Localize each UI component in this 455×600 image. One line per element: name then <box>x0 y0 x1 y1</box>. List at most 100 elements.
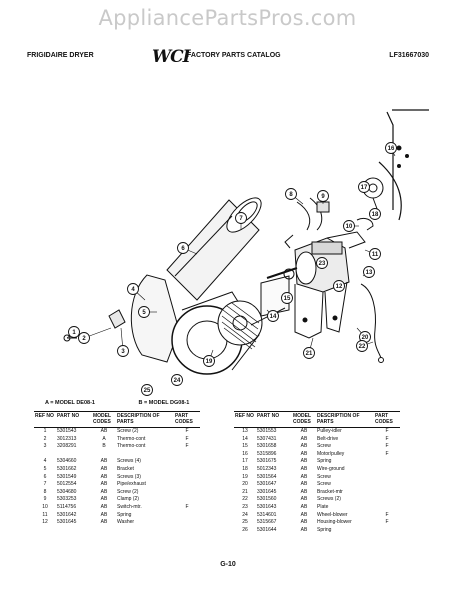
cell-codes <box>174 519 200 527</box>
cell-codes: F <box>385 450 389 457</box>
blower-housing-drawing <box>130 274 263 375</box>
cell-part: 5301644 <box>257 526 277 533</box>
callout-22: 22 <box>356 340 368 352</box>
cell-ref: 13 <box>242 428 248 434</box>
cell-model: AB <box>100 473 108 480</box>
cell-model: AB <box>100 519 108 526</box>
col-part-header: PART NO <box>256 411 292 428</box>
cell-model: AB <box>100 488 108 495</box>
cell-ref: 12 <box>42 519 48 526</box>
cell-codes <box>174 512 200 520</box>
cell-part: 5301553 <box>257 428 277 434</box>
cell-model: AB <box>300 473 308 480</box>
cell-desc: Plate <box>317 503 329 510</box>
cell-codes <box>174 458 200 466</box>
cell-desc: Wire-ground <box>317 465 345 472</box>
col-codes-header: PART CODES <box>174 411 200 428</box>
callout-16: 16 <box>385 142 397 154</box>
cell-codes <box>374 489 400 497</box>
callout-number: 9 <box>321 194 325 200</box>
cell-desc: Screw <box>317 481 331 488</box>
cell-ref: 21 <box>242 488 248 495</box>
cell-codes: F <box>385 519 389 526</box>
cell-part: 3301645 <box>257 488 277 495</box>
callout-18: 18 <box>369 208 381 220</box>
cell-model: AB <box>300 458 308 465</box>
cell-part: 5301549 <box>57 473 77 480</box>
cell-model: AB <box>300 488 308 495</box>
callout-1: 1 <box>68 326 80 338</box>
cell-codes <box>374 474 400 482</box>
parts-table-left: REF NO PART NO MODEL CODES DESCRIPTION O… <box>34 411 200 527</box>
cell-ref: 23 <box>242 503 248 510</box>
cell-part: 5012343 <box>257 465 277 472</box>
cell-desc: Screws (4) <box>117 458 141 465</box>
cell-model: AB <box>100 458 108 465</box>
cell-codes: F <box>385 443 389 450</box>
callout-25: 25 <box>141 384 153 396</box>
catalog-page: FRIGIDAIRE DRYER WCI FACTORY PARTS CATAL… <box>27 40 429 585</box>
cell-part: 5301662 <box>57 465 77 472</box>
cell-model: AB <box>300 435 308 442</box>
cell-codes <box>174 489 200 497</box>
cell-codes: F <box>185 428 189 434</box>
cell-desc: Screw <box>317 443 331 450</box>
callout-number: 24 <box>174 378 181 384</box>
table-row: 21 3301645 AB Bracket-mtr <box>234 489 400 497</box>
callout-number: 11 <box>372 252 379 258</box>
callout-number: 2 <box>82 336 86 342</box>
col-ref-header: REF NO <box>234 411 256 428</box>
cell-desc: Thermo-cont <box>117 435 146 442</box>
callout-number: 16 <box>388 146 395 152</box>
callout-9: 9 <box>317 190 329 202</box>
cell-part: 5315896 <box>257 450 277 457</box>
cell-model: AB <box>300 526 308 533</box>
callout-23: 23 <box>316 257 328 269</box>
cell-desc: Washer <box>117 519 135 526</box>
cell-model: B <box>102 443 106 450</box>
cell-codes <box>374 458 400 466</box>
watermark-text: AppliancePartsPros.com <box>98 6 357 30</box>
cell-ref: 2 <box>43 435 47 442</box>
callout-number: 21 <box>306 351 313 357</box>
cell-ref: 18 <box>242 465 248 472</box>
cell-codes: F <box>385 511 389 518</box>
cell-desc: Screws (2) <box>317 496 341 503</box>
callout-number: 17 <box>361 185 368 191</box>
cell-ref: 22 <box>242 496 248 503</box>
cell-codes <box>174 474 200 482</box>
callout-4: 4 <box>127 283 139 295</box>
callout-number: 3 <box>121 349 125 355</box>
cell-ref: 14 <box>242 435 248 442</box>
callout-24: 24 <box>171 374 183 386</box>
cell-codes: F <box>185 435 189 442</box>
cell-desc: Screw (2) <box>117 488 139 495</box>
callout-number: 25 <box>144 388 151 394</box>
cell-desc: Bracket <box>117 465 134 472</box>
cell-desc: Spring <box>317 458 332 465</box>
cell-model: AB <box>300 465 308 472</box>
cell-ref: 19 <box>242 473 248 480</box>
callout-number: 15 <box>284 296 291 302</box>
cell-part: 5315667 <box>257 519 277 526</box>
cell-part <box>56 451 92 459</box>
table-row <box>34 451 200 459</box>
cell-codes: F <box>385 428 389 434</box>
cell-model: AB <box>300 519 308 526</box>
wci-logo: WCI <box>152 47 191 67</box>
callout-3: 3 <box>117 345 129 357</box>
cell-ref: 7 <box>43 481 47 488</box>
cell-codes <box>374 527 400 535</box>
cell-desc: Bracket-mtr <box>317 488 343 495</box>
